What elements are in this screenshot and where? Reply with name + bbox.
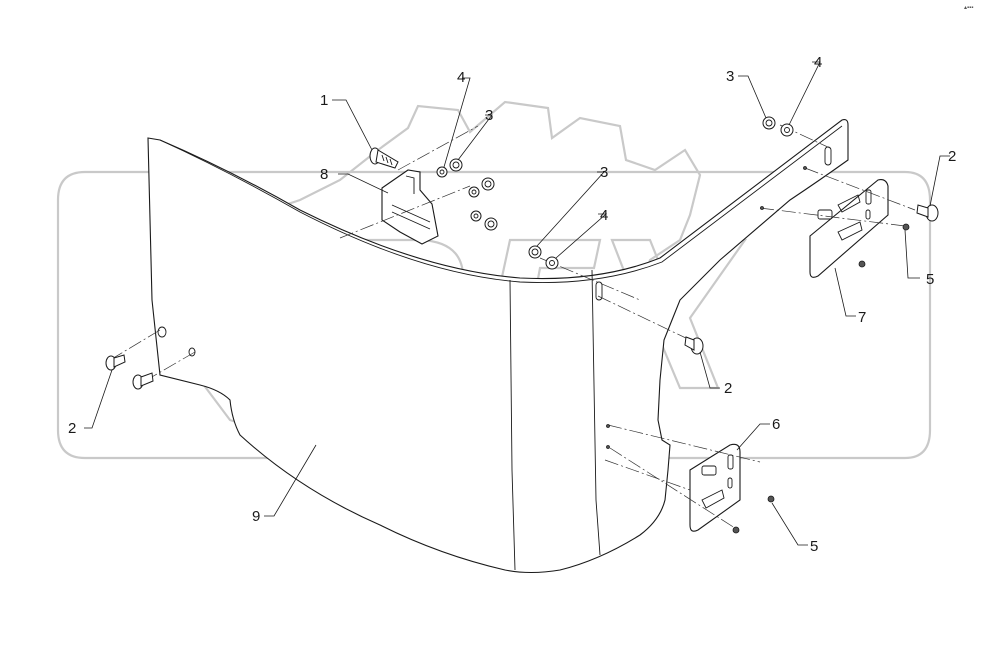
nut-3-right xyxy=(762,116,776,130)
nut-extra-1 xyxy=(481,177,495,191)
hardware xyxy=(105,116,939,534)
bracket xyxy=(381,169,439,245)
callout-5-right: 5 xyxy=(926,271,934,288)
screw-2-left-b xyxy=(132,372,154,390)
leader-lines xyxy=(84,61,950,546)
screw-2-left-a xyxy=(105,354,126,371)
callout-2-right: 2 xyxy=(948,148,956,165)
callout-4-right: 4 xyxy=(814,54,822,71)
screw-5-right-b xyxy=(858,260,866,268)
nut-3-mid xyxy=(528,245,542,259)
callout-6: 6 xyxy=(772,416,780,433)
callout-8: 8 xyxy=(320,166,328,183)
screw-5-right-a xyxy=(902,223,910,231)
corner-mark: ▴▪▪▪ xyxy=(964,5,973,11)
callout-9: 9 xyxy=(252,508,260,525)
callout-2-mid: 2 xyxy=(724,380,732,397)
screw-2-mid xyxy=(684,336,704,355)
screw-1 xyxy=(369,147,399,169)
callout-1: 1 xyxy=(320,92,328,109)
washer-extra-1 xyxy=(468,186,480,198)
nut-extra-2 xyxy=(484,217,498,231)
mounting-plate-lower xyxy=(689,443,741,532)
callout-4-top: 4 xyxy=(457,69,465,86)
assembly-centerlines xyxy=(109,124,916,531)
callout-7: 7 xyxy=(858,309,866,326)
washer-extra-2 xyxy=(470,210,482,222)
callout-5-lower: 5 xyxy=(810,538,818,555)
callout-4-mid: 4 xyxy=(600,207,608,224)
screw-5-lower-a xyxy=(767,495,775,503)
callout-3-top: 3 xyxy=(485,107,493,124)
callout-labels: 1 4 3 8 3 4 3 4 2 5 7 2 2 6 5 9 xyxy=(68,54,956,555)
washer-4-mid xyxy=(545,256,559,270)
screw-2-right xyxy=(916,204,939,222)
callout-2-left: 2 xyxy=(68,420,76,437)
washer-4-top xyxy=(436,166,448,178)
screw-5-lower-b xyxy=(732,526,740,534)
mounting-plate-right xyxy=(809,179,889,278)
callout-3-mid: 3 xyxy=(600,164,608,181)
callout-3-right: 3 xyxy=(726,68,734,85)
washer-4-right xyxy=(780,123,794,137)
nut-3-top xyxy=(449,158,463,172)
guard-panel xyxy=(147,119,849,574)
